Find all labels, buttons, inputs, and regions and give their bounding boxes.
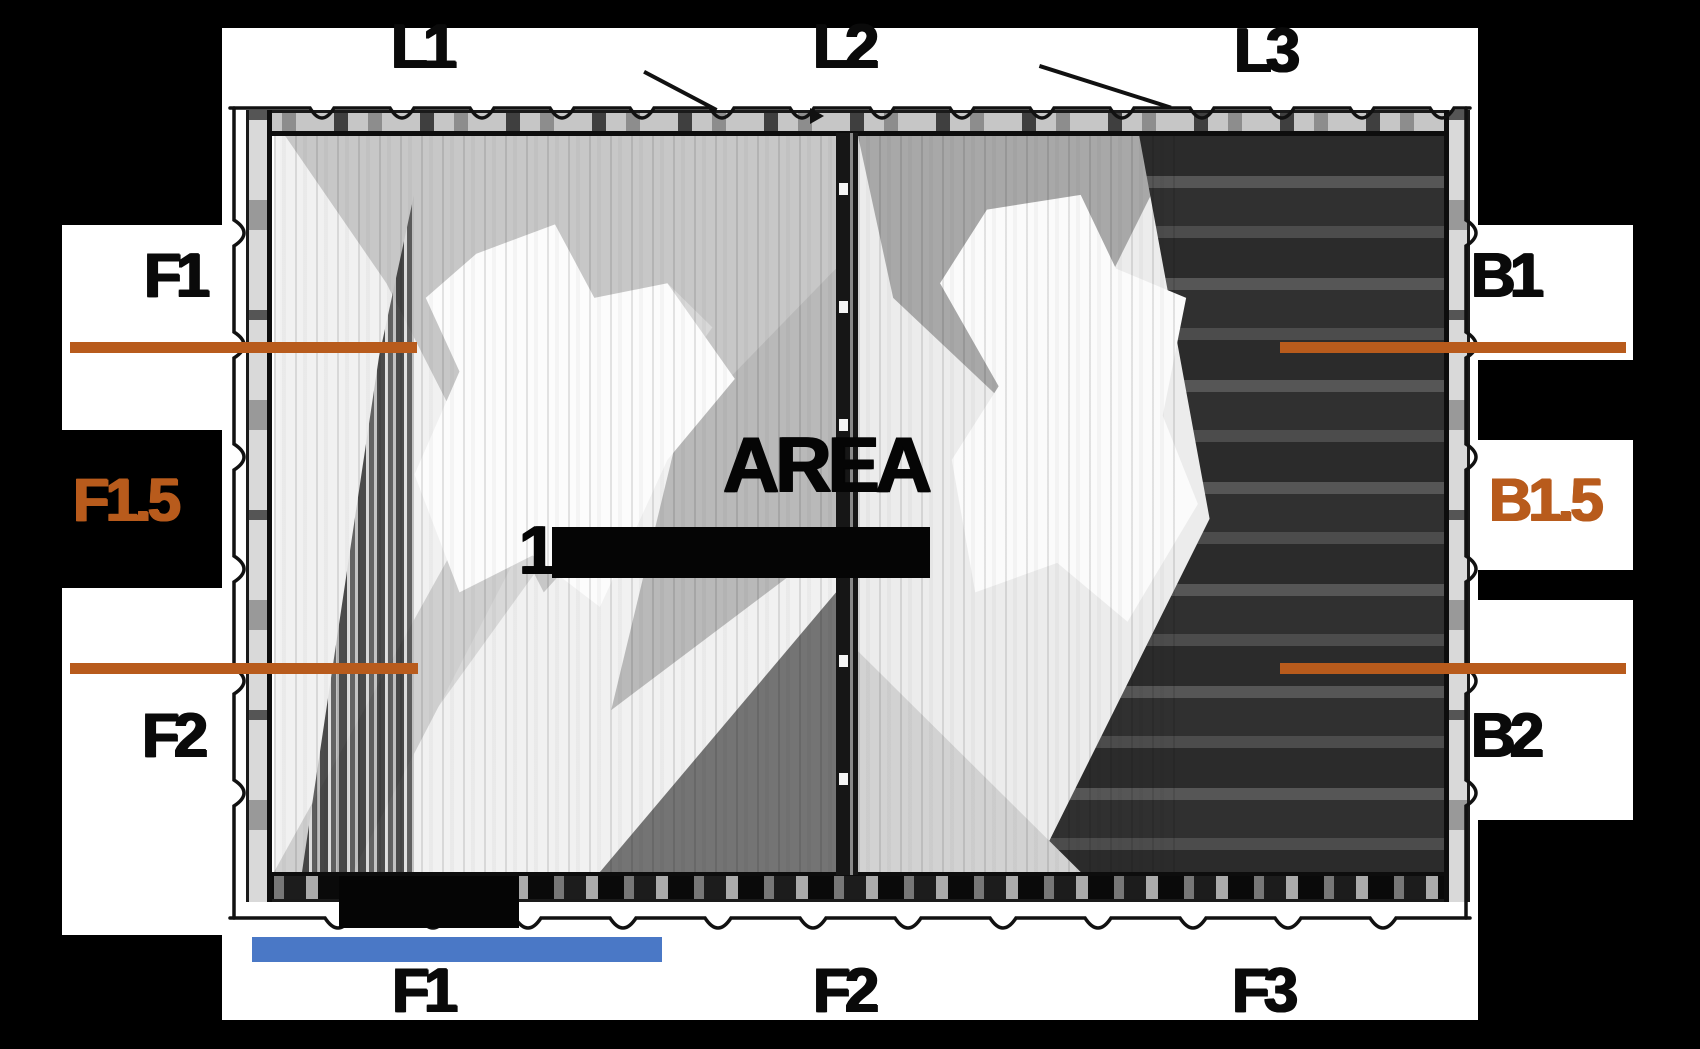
label-bottom-f1: F1 — [391, 956, 457, 1025]
scale-bar — [252, 937, 662, 962]
divider-dashes — [839, 133, 848, 875]
area-value-redacted-bar — [552, 527, 930, 578]
label-right-b2: B2 — [1470, 701, 1543, 770]
label-top-l1: L1 — [390, 12, 456, 81]
right-margin-patch-b15 — [1478, 440, 1633, 570]
label-right-b1: B1 — [1470, 241, 1543, 310]
right-margin-patch-b1 — [1478, 225, 1633, 360]
top-wall-band — [248, 110, 1468, 136]
area-value-prefix: 1 — [518, 512, 556, 588]
label-top-l2: L2 — [812, 12, 878, 81]
left-margin-patch-f1 — [62, 225, 222, 430]
right-wall-band — [1444, 110, 1470, 902]
measure-line-f1 — [70, 342, 417, 353]
label-top-l3: L3 — [1233, 16, 1299, 85]
divider-top-arrow-icon — [810, 108, 824, 124]
measure-line-b1 — [1280, 342, 1626, 353]
label-bottom-f3: F3 — [1231, 956, 1297, 1025]
label-left-f1: F1 — [143, 241, 209, 310]
label-left-f15: F1.5 — [72, 466, 180, 533]
streak-texture — [858, 136, 1181, 872]
label-left-f2: F2 — [141, 701, 207, 770]
bottom-left-label-blob — [339, 876, 519, 928]
left-margin-patch-f2 — [62, 588, 222, 935]
bottom-wall-band — [248, 872, 1468, 902]
streak-texture — [274, 136, 836, 872]
drawing-right-panel — [858, 136, 1444, 872]
left-wall-band — [246, 110, 272, 902]
scalloped-border — [228, 106, 1478, 930]
center-divider-line — [836, 133, 858, 875]
right-margin-patch-b2 — [1478, 600, 1633, 820]
measure-line-b2 — [1280, 663, 1626, 674]
area-title: AREA — [722, 420, 931, 508]
label-bottom-f2: F2 — [812, 956, 878, 1025]
divider-midline — [850, 133, 853, 875]
measure-line-f2 — [70, 663, 418, 674]
label-right-b15: B1.5 — [1488, 466, 1603, 533]
